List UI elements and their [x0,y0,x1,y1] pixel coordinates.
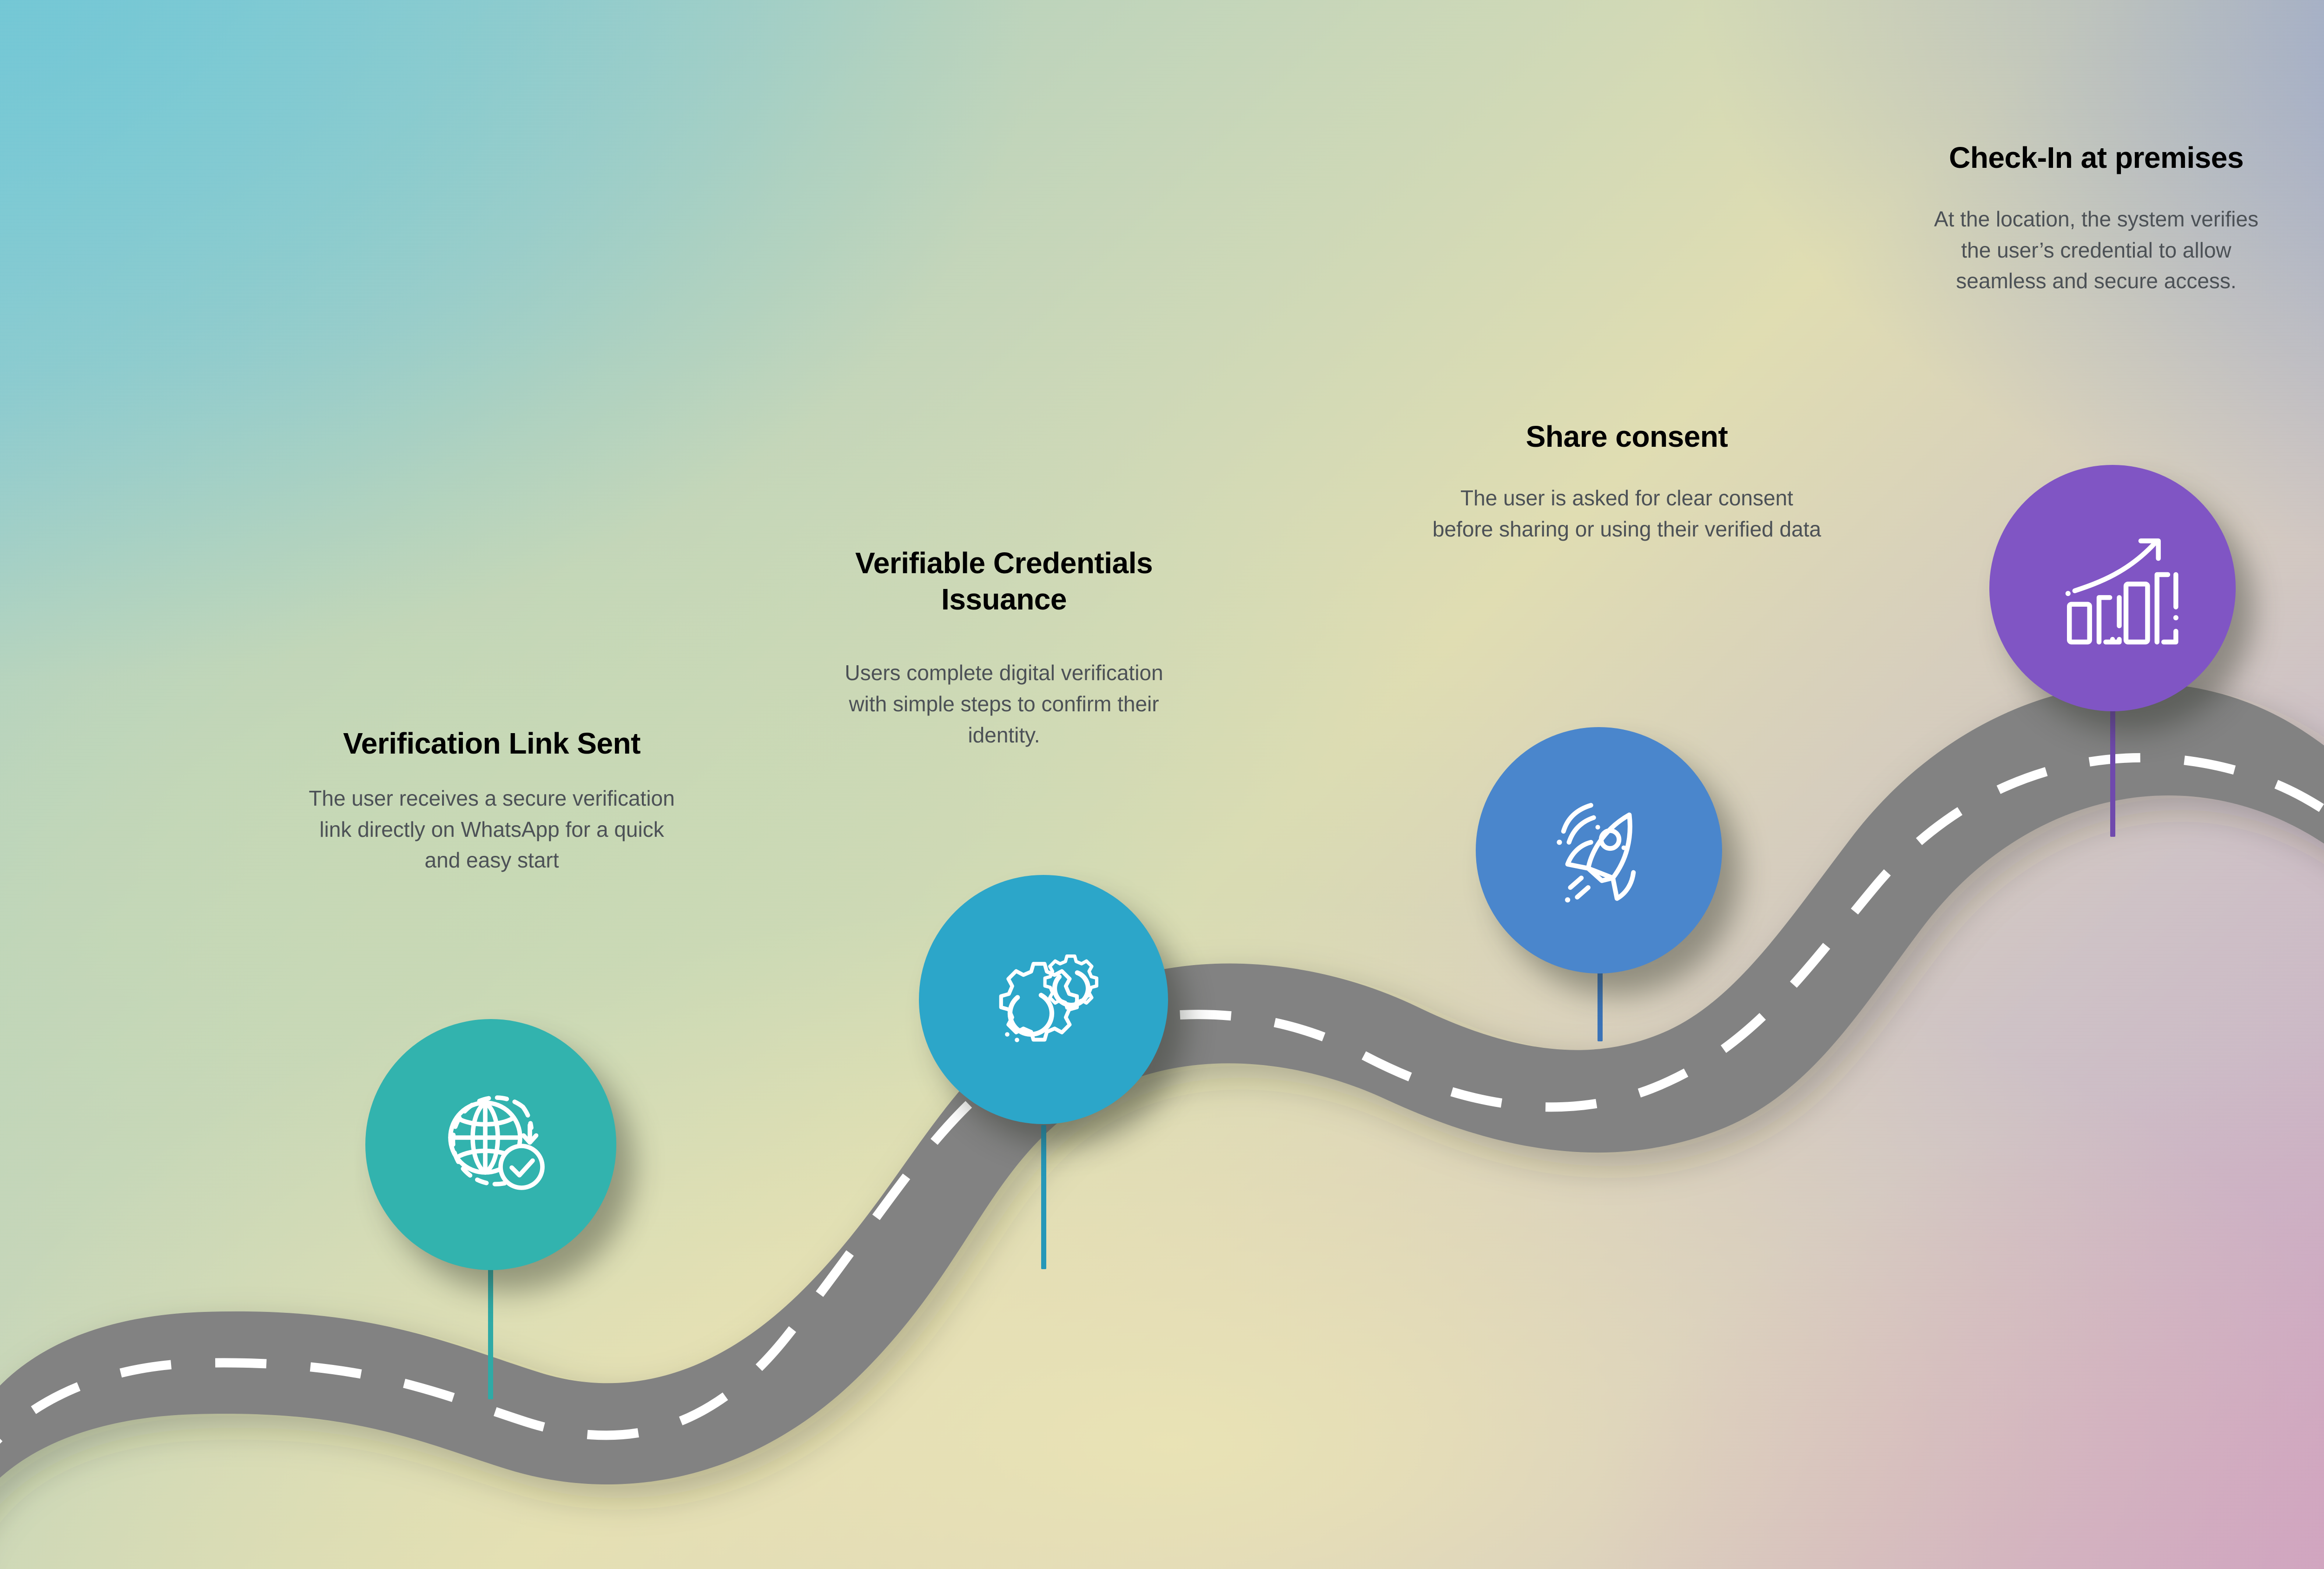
step-description-2: Users complete digital verification with… [845,661,1163,747]
step-circle-2[interactable] [919,875,1168,1124]
step-title-2: Verifiable Credentials Issuance [855,546,1153,616]
growth-chart-icon [2065,538,2179,645]
step-text-3: Share consent The user is asked for clea… [1376,418,1878,544]
road-center-line [0,753,2324,1444]
gears-icon [999,954,1099,1042]
step-description-4: At the location, the system verifies the… [1934,207,2258,293]
step-circle-4[interactable] [1989,465,2236,711]
rocket-icon [1556,802,1636,902]
marker-stem-2 [1041,1125,1046,1269]
step-description-1: The user receives a secure verification … [309,786,675,873]
step-circle-1[interactable] [365,1019,616,1270]
globe-check-icon [448,1095,545,1190]
step-description-3: The user is asked for clear consent befo… [1432,486,1822,541]
marker-stem-4 [2110,688,2115,837]
marker-stem-1 [488,1255,493,1399]
step-title-1: Verification Link Sent [343,727,640,760]
step-title-4: Check-In at premises [1949,141,2244,174]
step-text-1: Verification Link Sent The user receives… [222,725,761,876]
step-title-3: Share consent [1525,420,1728,453]
step-text-2: Verifiable Credentials Issuance Users co… [744,545,1264,750]
step-text-4: Check-In at premises At the location, th… [1794,139,2324,297]
step-circle-3[interactable] [1476,727,1722,973]
